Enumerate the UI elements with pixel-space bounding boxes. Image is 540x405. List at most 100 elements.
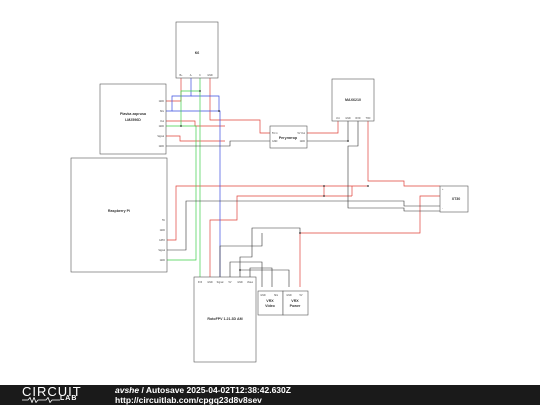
junctions (180, 90, 369, 271)
rpi-pin: GPIO (159, 239, 165, 242)
vrx-power-pin: GND (286, 294, 292, 297)
wire-black (219, 233, 263, 277)
wire-red (166, 135, 225, 142)
wire-black (166, 140, 270, 147)
rpi-pin: GND (160, 229, 166, 232)
wire-red (167, 185, 352, 241)
junction-dot (323, 185, 325, 187)
component-mcu[interactable]: MAX6210 Vcc GND RXD TXD (331, 78, 375, 122)
component-k6[interactable]: K6 B+ A- C GND (175, 21, 219, 79)
component-vrx-video[interactable]: VRX Video GND SIG (257, 290, 284, 316)
wire-blue (191, 95, 220, 111)
vrx-power-sublabel: Power (290, 304, 301, 308)
vrx-video-label: VRX (266, 299, 274, 303)
fuse-sublabel: LM2596D (125, 118, 141, 122)
fuse-pin: Out (160, 120, 164, 123)
voltage-pin: 5V In (272, 132, 278, 135)
wire-red (367, 121, 440, 187)
vrx-power-label: VRX (291, 299, 299, 303)
board-pin: Signal (217, 281, 224, 284)
rpi-pin: Signal (158, 249, 165, 252)
wire-red (166, 120, 225, 127)
fuse-pin: GND (159, 145, 165, 148)
fuse-pin: GND (159, 125, 165, 128)
rpi-label: Raspberry Pi (108, 209, 130, 213)
voltage-pin: GND (300, 140, 306, 143)
wire-blue (172, 110, 221, 277)
wire-green (166, 78, 201, 127)
voltage-pin: GND (272, 140, 278, 143)
component-xt30[interactable]: XT30 + - (439, 185, 469, 213)
junction-dot (347, 140, 349, 142)
junction-dot (367, 185, 369, 187)
vrx-power-pin: 5V (300, 294, 303, 297)
junction-dot (218, 110, 220, 112)
rpi-pin: 5V (162, 219, 165, 222)
wires (166, 78, 440, 287)
logo-text-circuit: CIRCUIT (22, 384, 82, 399)
wire-black (240, 269, 290, 287)
junction-dot (323, 195, 325, 197)
circuitlab-logo[interactable]: CIRCUIT LAB (22, 384, 92, 404)
board-box (193, 276, 257, 363)
xt30-label: XT30 (452, 197, 461, 201)
component-fuse[interactable]: Plavka zaprusa LM2596D GND SIG Out GND S… (99, 83, 167, 155)
fuse-box (99, 83, 167, 155)
vrx-video-pin: GND (260, 294, 266, 297)
voltage-label: Регулятор (279, 136, 298, 140)
wire-black (239, 227, 301, 277)
rpi-box (70, 157, 168, 273)
component-voltage[interactable]: Регулятор 5V In GND 5V Out GND (269, 125, 308, 149)
mcu-pin: TXD (366, 117, 371, 120)
wire-black (347, 121, 440, 212)
wire-red (209, 195, 324, 277)
xt30-box (439, 185, 469, 213)
logo-waveform-icon (22, 397, 60, 403)
mcu-pin: GND (345, 117, 351, 120)
author-name[interactable]: avshe (115, 385, 140, 395)
board-pin: 5V (229, 281, 232, 284)
voltage-pin: 5V Out (298, 132, 306, 135)
k6-label: K6 (195, 51, 200, 55)
k6-pin: B+ (180, 74, 184, 77)
title-separator: / (139, 385, 146, 395)
component-vrx-power[interactable]: VRX Power GND 5V (282, 290, 309, 316)
wire-black (249, 267, 273, 287)
vrx-power-box (282, 290, 309, 316)
component-board[interactable]: RotoFPV 1.21.3D AM 3V3 GND Signal 5V GND… (193, 276, 257, 363)
fuse-pin: GND (159, 100, 165, 103)
fuse-pin: Signal (157, 135, 164, 138)
fuse-pin: SIG (160, 110, 164, 113)
junction-dot (199, 90, 201, 92)
footer-title-line: avshe / Autosave 2025-04-02T12:38:42.630… (115, 385, 291, 395)
wire-blue (166, 78, 192, 112)
mcu-box (331, 78, 375, 122)
wire-red (307, 121, 339, 134)
k6-pin: C (199, 74, 201, 77)
component-rpi[interactable]: Raspberry Pi 5V GND GPIO Signal GND (70, 157, 168, 273)
board-pin: 3V3 (198, 281, 203, 284)
xt30-pin: - (442, 207, 443, 210)
k6-pin: GND (207, 74, 213, 77)
fuse-label: Plavka zaprusa (120, 112, 147, 116)
rpi-pin: GND (160, 259, 166, 262)
footer-bar: CIRCUIT LAB avshe / Autosave 2025-04-02T… (0, 384, 540, 405)
schematic-svg: K6 B+ A- C GND Plavka zaprusa LM2596D GN… (70, 21, 469, 363)
voltage-box (269, 125, 308, 149)
junction-dot (299, 232, 301, 234)
wire-red (209, 78, 270, 134)
logo-text-lab: LAB (60, 395, 78, 402)
junction-dot (180, 125, 182, 127)
wire-green (167, 125, 197, 261)
wire-red (166, 78, 182, 102)
wire-black (307, 121, 349, 142)
board-pin: Video (247, 281, 254, 284)
board-pin: GND (207, 281, 213, 284)
board-pin: GND (237, 281, 243, 284)
mcu-pin: RXD (355, 117, 360, 120)
wire-red (299, 195, 440, 287)
circuit-url[interactable]: http://circuitlab.com/cpgq23d8v8sev (115, 395, 262, 405)
vrx-video-sublabel: Video (265, 304, 276, 308)
schematic-canvas[interactable]: K6 B+ A- C GND Plavka zaprusa LM2596D GN… (0, 0, 540, 385)
mcu-pin: Vcc (336, 117, 341, 120)
